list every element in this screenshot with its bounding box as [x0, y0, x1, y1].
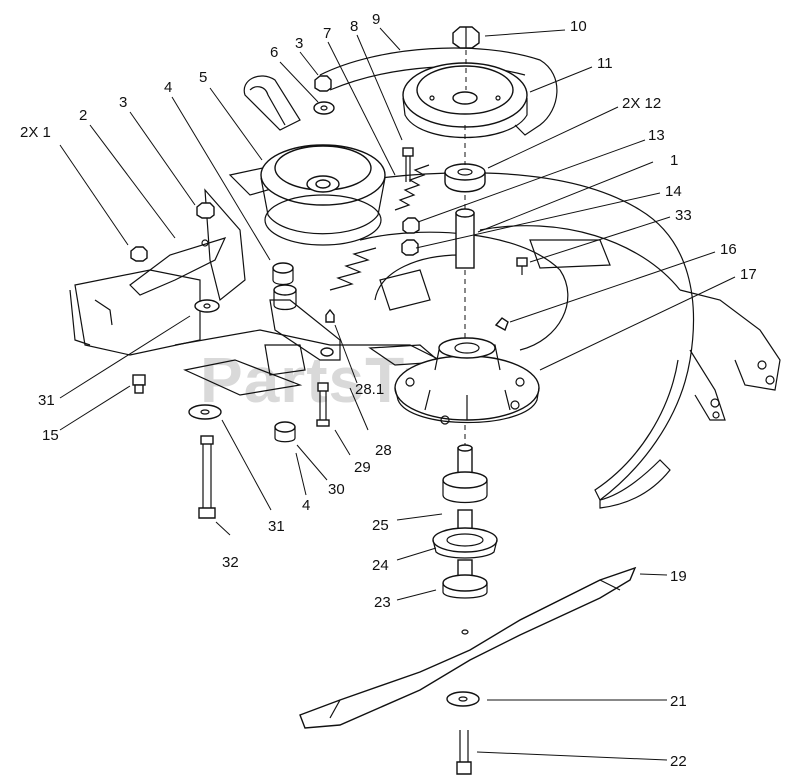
callout-31-lower: 31 — [268, 518, 285, 535]
spindle-shaft-lower — [457, 444, 473, 581]
callout-2: 2 — [79, 107, 87, 124]
callout-7: 7 — [323, 25, 331, 42]
spacer-part-12 — [444, 163, 486, 193]
callout-5: 5 — [199, 69, 207, 86]
washer-part-6 — [313, 101, 335, 115]
callout-8: 8 — [350, 18, 358, 35]
callout-2x1: 2X 1 — [20, 124, 51, 141]
bolt-part-32 — [198, 435, 216, 519]
callout-10: 10 — [570, 18, 587, 35]
callout-9: 9 — [372, 11, 380, 28]
callout-6: 6 — [270, 44, 278, 61]
washer-part-31 — [188, 299, 222, 420]
nut-part-10 — [452, 26, 480, 49]
grease-fitting-part-16 — [494, 317, 509, 332]
bolt-part-33 — [516, 257, 528, 275]
callout-17: 17 — [740, 266, 757, 283]
washer-part-21 — [446, 691, 480, 707]
grease-fitting-part-28-1 — [325, 308, 335, 323]
callout-19: 19 — [670, 568, 687, 585]
callout-labels: 2X 1 2 3 4 5 6 3 7 8 9 10 11 2X 12 13 1 … — [20, 11, 757, 770]
callout-16: 16 — [720, 241, 737, 258]
blade-part-19 — [299, 566, 637, 729]
spring-part-28 — [329, 247, 377, 291]
callout-15: 15 — [42, 427, 59, 444]
callout-14: 14 — [665, 183, 682, 200]
nut-part-1-left — [130, 246, 148, 262]
nut-part-3-top — [314, 75, 332, 92]
callout-1: 1 — [670, 152, 678, 169]
idler-pulley-part-5 — [260, 144, 386, 246]
nut-part-3-left — [196, 202, 215, 219]
callout-11: 11 — [597, 55, 613, 72]
callout-21: 21 — [670, 693, 687, 710]
bracket-part-2 — [129, 237, 227, 296]
callout-4-lower: 4 — [302, 497, 310, 514]
callout-28: 28 — [375, 442, 392, 459]
callout-23: 23 — [374, 594, 391, 611]
callout-13: 13 — [648, 127, 665, 144]
bearing-part-25 — [442, 471, 488, 504]
callout-32: 32 — [222, 554, 239, 571]
spring-part-7 — [394, 164, 430, 211]
callout-30: 30 — [328, 481, 345, 498]
callout-28-1: 28.1 — [355, 381, 384, 398]
spindle-housing-part-17 — [394, 337, 540, 425]
callout-33: 33 — [675, 207, 692, 224]
callout-4: 4 — [164, 79, 172, 96]
bushing-part-4 — [272, 262, 297, 311]
bolt-part-8 — [402, 147, 414, 182]
callout-22: 22 — [670, 753, 687, 770]
callout-31-left: 31 — [38, 392, 55, 409]
callout-3: 3 — [119, 94, 127, 111]
drive-pulley-part-11 — [402, 62, 528, 138]
mower-deck-housing — [69, 159, 781, 509]
spindle-shaft-part-1 — [455, 208, 475, 269]
callout-2x12: 2X 12 — [622, 95, 661, 112]
spacer-part-23 — [442, 574, 488, 599]
bolt-part-22 — [456, 730, 472, 775]
nut-part-8-washer — [401, 217, 420, 256]
callout-3-top: 3 — [295, 35, 303, 52]
callout-29: 29 — [354, 459, 371, 476]
callout-25: 25 — [372, 517, 389, 534]
screw-part-15 — [132, 374, 146, 394]
callout-24: 24 — [372, 557, 389, 574]
idler-arm — [264, 299, 341, 376]
leader-lines — [59, 27, 736, 761]
bolt-part-29 — [316, 382, 330, 427]
seal-part-24 — [432, 527, 498, 559]
bushing-part-30 — [274, 421, 296, 443]
